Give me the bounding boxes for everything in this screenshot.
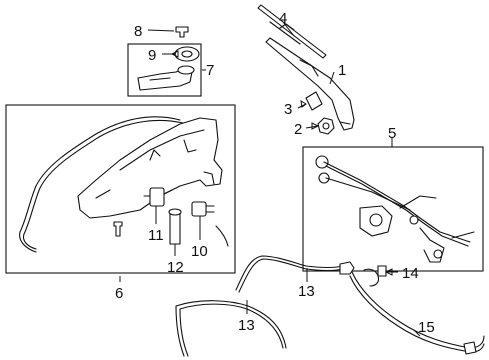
bolt-part-8 [175,26,189,38]
wiper-blade [257,4,327,59]
filler-neck [137,65,195,91]
reservoir-hose [19,116,184,253]
washer-pump-part-11 [143,187,173,207]
callout-7: 7 [206,62,214,79]
arm-cap [305,91,323,111]
callout-8: 8 [134,23,142,40]
small-hose-stub [215,225,229,247]
washer-hose-13-upper [235,255,343,293]
washer-hose-15 [349,271,485,355]
washer-hose-13-lower [175,300,287,357]
callout-10: 10 [191,243,208,260]
callout-13-lower: 13 [238,317,255,334]
callout-1: 1 [338,62,346,79]
hose-connector [339,261,355,275]
callout-5: 5 [388,125,396,142]
arm-nut [317,117,335,135]
filler-cap-part-9 [174,46,200,62]
callout-3: 3 [284,101,292,118]
box-5 [302,146,484,272]
leader-lines [119,21,421,337]
callout-4: 4 [279,10,287,27]
callout-2: 2 [294,121,302,138]
wiper-linkage [315,155,475,263]
level-sensor-part-10 [191,201,215,217]
callout-9: 9 [148,47,156,64]
callout-13-upper: 13 [298,283,315,300]
callout-6: 6 [115,285,123,302]
clip-part-14 [363,265,387,287]
washer-reservoir [77,117,223,219]
grommet-part-12 [168,208,182,245]
callout-15: 15 [418,319,435,336]
callout-14: 14 [402,265,419,282]
box-6 [5,104,236,274]
reservoir-bolt [113,221,123,237]
wiper-arm [265,37,355,131]
box-7 [127,43,202,97]
callout-11: 11 [148,227,164,244]
callout-12: 12 [167,259,184,276]
